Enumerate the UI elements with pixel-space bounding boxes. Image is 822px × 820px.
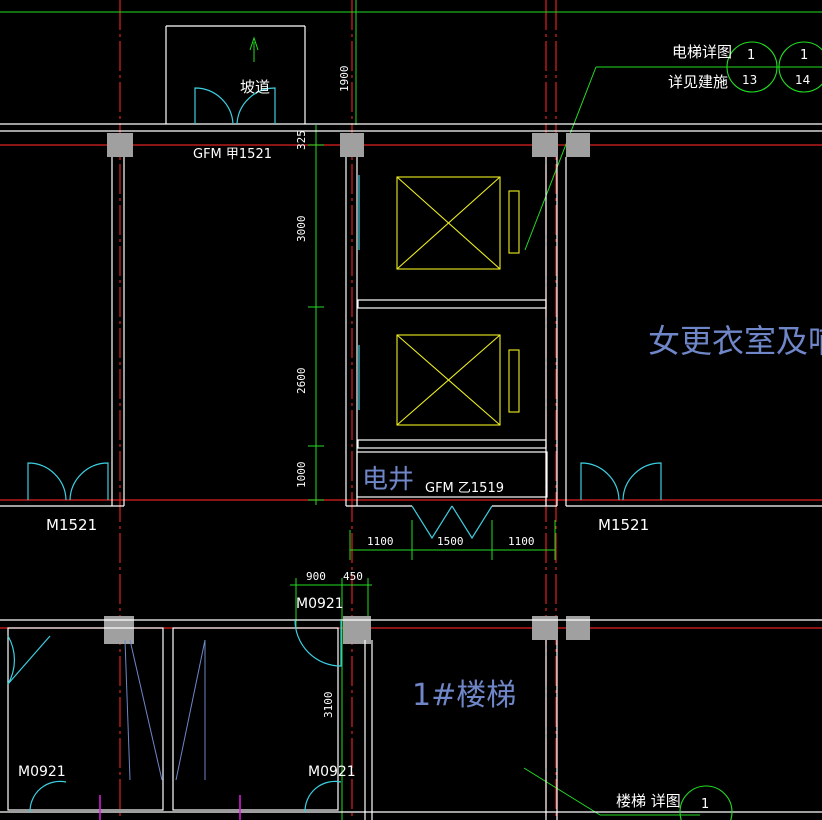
magenta-fixtures: [99, 795, 241, 820]
door-swing-gfm-b-left: [411, 505, 453, 540]
columns: [104, 133, 590, 644]
counterweight-1: [508, 190, 520, 254]
toilet-room-2: [172, 627, 339, 811]
door-label-m0921-left: M0921: [18, 764, 66, 780]
doors: [7, 87, 662, 813]
toilet-partitions: [124, 639, 206, 781]
stair-detail-title: 楼梯 详图: [616, 792, 681, 810]
door-label-m1521-right: M1521: [598, 516, 649, 534]
door-swing-m0921-bottom-right: [304, 780, 342, 813]
dim-1000: 1000: [295, 462, 308, 489]
column: [107, 133, 133, 157]
door-swing-m1521-left-b: [69, 462, 109, 501]
dim-900: 900: [306, 570, 326, 583]
door-label-gfm-a: GFM 甲1521: [193, 147, 272, 162]
dim-1100-left: 1100: [367, 535, 394, 548]
circle2-bottom-label: 14: [795, 73, 810, 87]
door-swing-m0921-top: [294, 619, 342, 667]
elevator-detail-note: 详见建施: [668, 73, 728, 91]
column: [340, 133, 364, 157]
dim-2600: 2600: [295, 368, 308, 395]
walls: [0, 25, 822, 820]
callout-texts: 电梯详图 详见建施 1 13 1 14 楼梯 详图 1: [616, 43, 810, 812]
dimension-texts: 1900 325 3000 2600 1000 1100 1500 1100 9…: [295, 66, 535, 719]
elevator-detail-title: 电梯详图: [672, 43, 732, 61]
door-swing-ramp-right: [236, 87, 276, 125]
door-swing-m0921-bottom-left: [29, 780, 67, 813]
column: [566, 133, 590, 157]
female-locker-label: 女更衣室及哺乳: [648, 322, 822, 360]
door-label-gfm-b: GFM 乙1519: [425, 481, 504, 496]
electric-shaft-label: 电井: [362, 465, 414, 495]
shaft-divider: [357, 439, 547, 449]
door-label-m0921-top: M0921: [296, 596, 344, 612]
door-swing-m1521-right-b: [622, 462, 662, 501]
dim-1900: 1900: [338, 66, 351, 93]
circle1-bottom-label: 13: [742, 73, 757, 87]
door-label-m1521-left: M1521: [46, 516, 97, 534]
ramp-label: 坡道: [240, 78, 270, 96]
counterweight-2: [508, 349, 520, 413]
stair-circle-top-label: 1: [701, 797, 709, 812]
door-swing-m1521-left-a: [27, 462, 67, 501]
dim-1500: 1500: [437, 535, 464, 548]
detail-circle-icon: [679, 785, 733, 820]
elevator-cars: [396, 176, 520, 426]
dim-3100: 3100: [322, 692, 335, 719]
elevator-car-2: [396, 334, 501, 426]
column: [104, 616, 134, 644]
door-swing-m0921-left: [7, 635, 51, 685]
elevator-detail-callout: [726, 41, 822, 93]
stair-detail-callout: [679, 785, 733, 820]
shaft-divider: [357, 299, 547, 309]
ramp-arrow-icon: [249, 36, 259, 62]
elevator-leader-line: [524, 66, 597, 251]
dim-450: 450: [343, 570, 363, 583]
column: [532, 133, 558, 157]
door-label-m0921-right: M0921: [308, 764, 356, 780]
door-swing-m1521-right-a: [580, 462, 620, 501]
stair-leader-line: [523, 767, 601, 816]
dim-1100-right: 1100: [508, 535, 535, 548]
dim-3000: 3000: [295, 216, 308, 243]
circle1-top-label: 1: [747, 48, 755, 63]
room-labels: 坡道 女更衣室及哺乳 电井 1#楼梯: [240, 78, 822, 713]
elevator-car-1: [396, 176, 501, 270]
stair-label: 1#楼梯: [412, 678, 516, 713]
door-labels: GFM 甲1521 GFM 乙1519 M1521 M1521 M0921 M0…: [18, 147, 649, 780]
electric-shaft: [356, 451, 548, 498]
door-swing-ramp-left: [194, 87, 234, 125]
dim-325: 325: [295, 130, 308, 150]
column: [343, 616, 371, 644]
toilet-room-1: [7, 627, 164, 811]
door-swing-gfm-b-right: [451, 505, 493, 540]
circle2-top-label: 1: [800, 48, 808, 63]
